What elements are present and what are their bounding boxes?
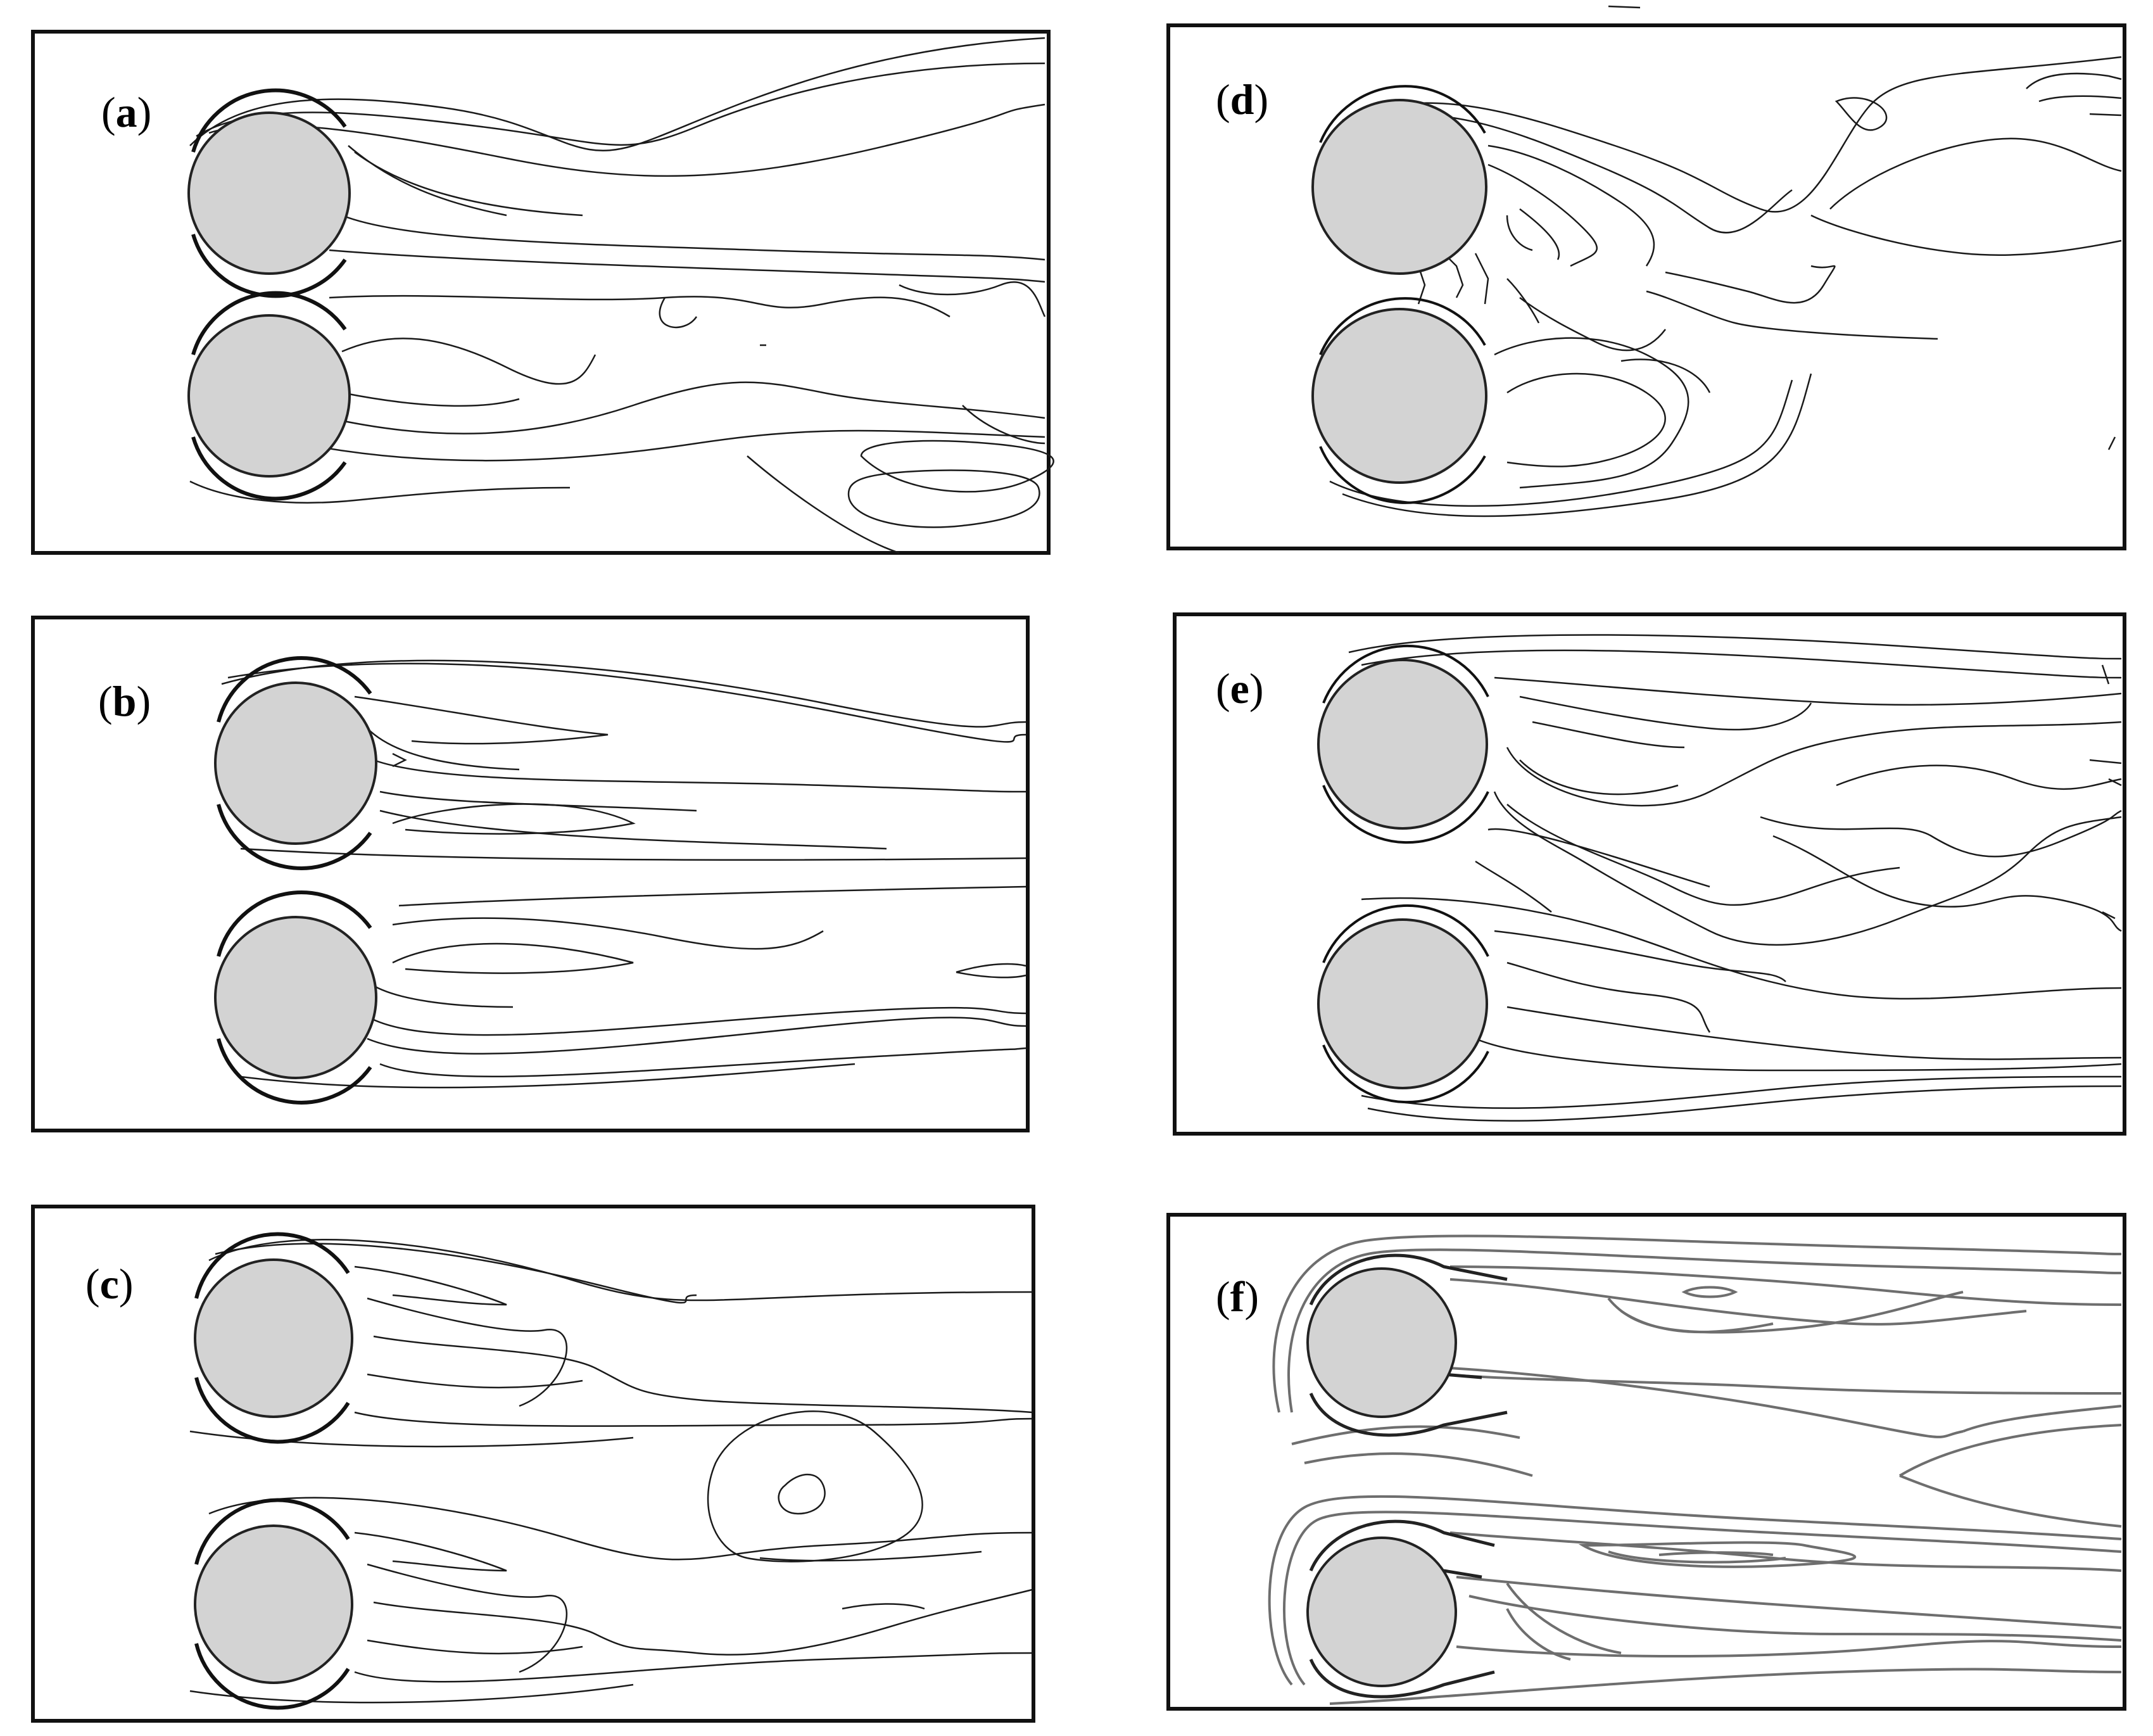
panel-d-boundary-layers [1319, 85, 1486, 504]
panel-f-lower-cylinder [1306, 1536, 1457, 1687]
panel-a: (a) [31, 30, 1054, 555]
panel-d: (d) [1166, 5, 2126, 550]
panel-c: (c) [31, 1205, 1035, 1723]
panel-d-upper-cylinder [1311, 99, 1487, 275]
panel-d-contours [1329, 5, 2122, 517]
panel-c-lower-cylinder [194, 1524, 353, 1684]
panel-f-upper-cylinder [1306, 1267, 1457, 1418]
panel-a-contours [189, 37, 1054, 554]
panel-f-boundary-layers [1309, 1253, 1508, 1699]
panel-c-cylinders [194, 1258, 353, 1684]
panel-a-boundary-layers [191, 88, 347, 501]
panel-c-boundary-layers [194, 1232, 350, 1710]
panel-e-frame [1173, 612, 2126, 1136]
panel-a-upper-cylinder [187, 111, 351, 275]
panel-e-contours [1348, 634, 2122, 1122]
panel-c-upper-cylinder [194, 1258, 353, 1418]
panel-f: (f) [1166, 1213, 2126, 1711]
panel-d-label: (d) [1216, 75, 1268, 124]
panel-f-contours [1268, 1234, 2122, 1705]
panel-b-label: (b) [98, 677, 151, 725]
panel-e-label: (e) [1216, 664, 1264, 713]
panel-f-label-backdrop [1211, 1272, 1274, 1314]
panel-c-frame [31, 1205, 1035, 1723]
panel-b-upper-cylinder [214, 681, 377, 845]
panel-f-label: (f) [1216, 1272, 1259, 1321]
panel-b-contours [221, 659, 1026, 1089]
panel-b-lower-cylinder [214, 916, 377, 1079]
panel-a-lower-cylinder [187, 314, 351, 478]
panel-c-label: (c) [85, 1260, 134, 1308]
panel-b-cylinders [214, 681, 377, 1079]
panel-b-boundary-layers [217, 656, 372, 1105]
panel-a-label: (a) [101, 88, 151, 136]
panel-f-cylinders [1306, 1267, 1457, 1687]
panel-d-lower-cylinder [1311, 308, 1487, 484]
panel-e-cylinders [1317, 659, 1488, 1089]
panel-e-lower-cylinder [1317, 918, 1488, 1089]
panel-a-frame [31, 30, 1051, 555]
panel-e-boundary-layers [1322, 644, 1489, 1104]
panel-e: (e) [1173, 612, 2126, 1136]
panel-d-cylinders [1311, 99, 1487, 484]
panel-d-frame [1166, 23, 2126, 550]
panel-a-cylinders [187, 111, 351, 478]
panel-b-frame [31, 616, 1030, 1132]
panel-b: (b) [31, 616, 1030, 1132]
panel-e-upper-cylinder [1317, 659, 1488, 830]
